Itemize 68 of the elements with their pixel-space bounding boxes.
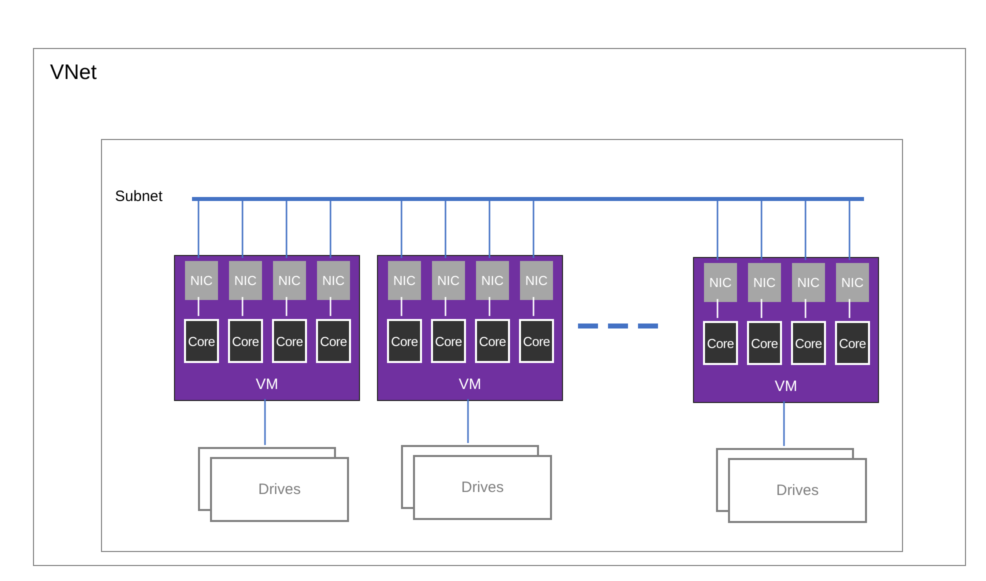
nic-box: NIC: [229, 261, 262, 300]
drives-stack: [401, 445, 552, 520]
nic-box: NIC: [432, 261, 465, 300]
core-box: Core: [519, 319, 554, 363]
core-box: Core: [475, 319, 510, 363]
drives-stack: [198, 447, 349, 522]
connector-line: [242, 199, 244, 258]
subnet-label: Subnet: [115, 188, 163, 205]
connector-line: [198, 297, 200, 316]
connector-line: [783, 401, 785, 446]
nic-box: NIC: [185, 261, 218, 300]
connector-line: [760, 199, 762, 260]
vnet-label: VNet: [50, 61, 97, 85]
core-box: Core: [184, 319, 219, 363]
connector-line: [716, 299, 718, 318]
nic-box: NIC: [748, 263, 781, 302]
nic-box: NIC: [704, 263, 737, 302]
vnet-boundary: [33, 48, 966, 566]
connector-line: [264, 399, 266, 445]
nic-box: NIC: [836, 263, 869, 302]
vm-box: [693, 257, 879, 403]
connector-line: [444, 199, 446, 258]
connector-line: [804, 299, 806, 318]
nic-box: NIC: [792, 263, 825, 302]
connector-line: [400, 297, 402, 316]
connector-line: [467, 399, 469, 443]
nic-box: NIC: [388, 261, 421, 300]
connector-line: [330, 297, 332, 316]
connector-line: [760, 299, 762, 318]
connector-line: [242, 297, 244, 316]
core-box: Core: [272, 319, 307, 363]
subnet-bus: [192, 197, 864, 201]
vm-label: VM: [774, 378, 798, 395]
connector-line: [532, 297, 534, 316]
drives-label: Drives: [460, 479, 505, 496]
core-box: Core: [747, 321, 782, 365]
connector-line: [330, 199, 332, 258]
core-box: Core: [835, 321, 870, 365]
vm-box: [174, 255, 360, 401]
connector-line: [848, 299, 850, 318]
drives-label: Drives: [775, 482, 820, 499]
core-box: Core: [791, 321, 826, 365]
nic-box: NIC: [476, 261, 509, 300]
drives-stack: [716, 448, 867, 523]
core-box: Core: [316, 319, 351, 363]
core-box: Core: [703, 321, 738, 365]
connector-line: [286, 199, 288, 258]
core-box: Core: [228, 319, 263, 363]
connector-line: [400, 199, 402, 258]
connector-line: [198, 199, 200, 258]
connector-line: [804, 199, 806, 260]
core-box: Core: [431, 319, 466, 363]
connector-line: [444, 297, 446, 316]
vm-label: VM: [458, 376, 482, 393]
nic-box: NIC: [520, 261, 553, 300]
core-box: Core: [387, 319, 422, 363]
connector-line: [488, 199, 490, 258]
drives-label: Drives: [257, 481, 302, 498]
nic-box: NIC: [273, 261, 306, 300]
vm-box: [377, 255, 563, 401]
connector-line: [716, 199, 718, 260]
nic-box: NIC: [317, 261, 350, 300]
connector-line: [532, 199, 534, 258]
connector-line: [848, 199, 850, 260]
connector-line: [488, 297, 490, 316]
subnet-area: [101, 139, 903, 552]
connector-line: [286, 297, 288, 316]
vm-label: VM: [254, 376, 280, 393]
